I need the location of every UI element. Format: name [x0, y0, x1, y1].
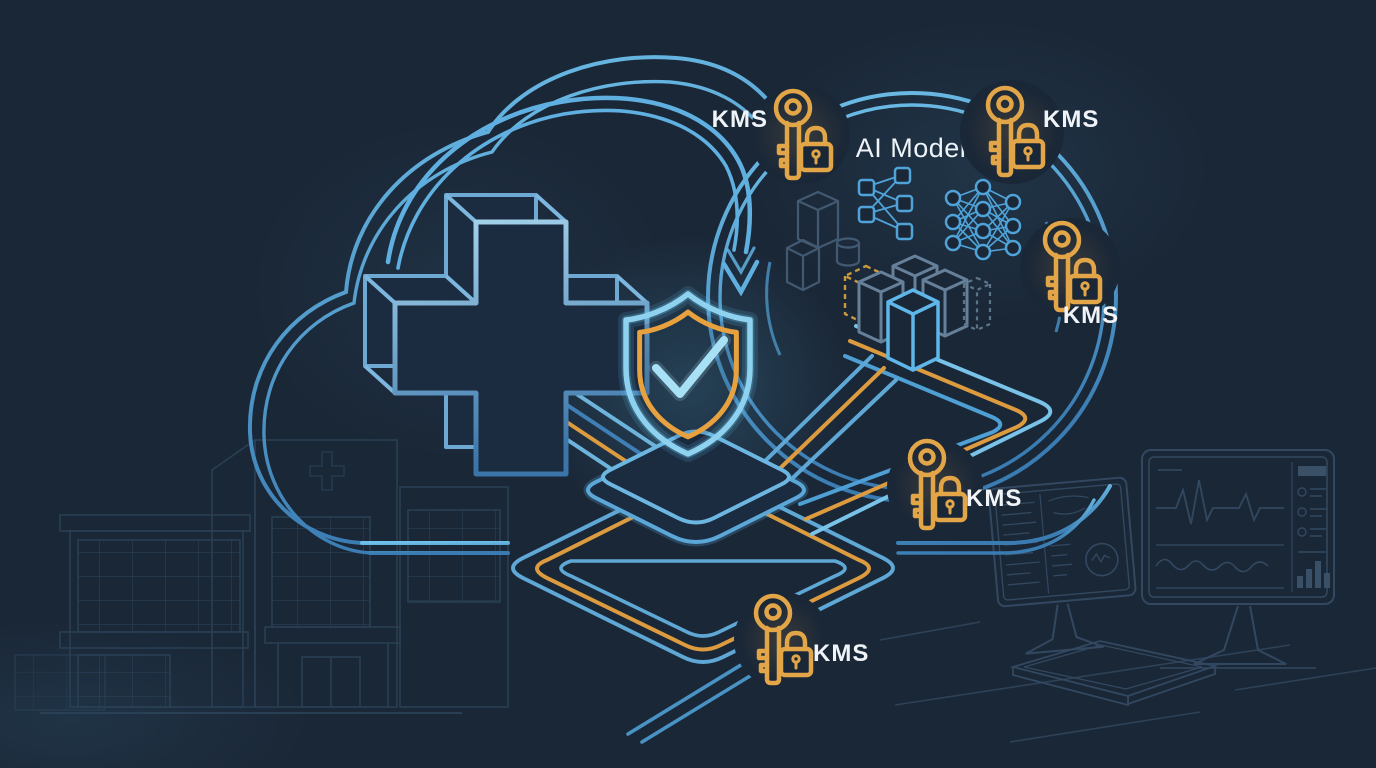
data-flow-arrow	[385, 95, 760, 297]
kms-key-center: KMS	[887, 439, 1022, 535]
kms-key-top-left: KMS	[712, 85, 850, 185]
hospital-building-wireframe	[14, 438, 509, 714]
kms-key-bottom: KMS	[734, 592, 869, 688]
medical-cross-icon	[363, 193, 650, 477]
dashed-cube-gray	[962, 276, 992, 332]
ai-model-label: AI Model	[856, 133, 967, 163]
monitoring-workstation-wireframe	[879, 449, 1376, 743]
encrypted-cubes-icon	[843, 254, 992, 372]
kms-label: KMS	[966, 485, 1022, 512]
circuit-trace-up-right	[754, 354, 898, 492]
neural-network-icon	[857, 166, 1022, 261]
kms-key-right: KMS	[1020, 218, 1120, 329]
security-shield-icon	[618, 286, 758, 462]
cloud-outline	[247, 55, 1112, 555]
keyboard	[1009, 640, 1219, 707]
platform-icon	[583, 429, 809, 547]
kms-label: KMS	[712, 106, 768, 133]
kms-label: KMS	[813, 640, 869, 667]
right-monitor	[1141, 449, 1335, 669]
kms-label: KMS	[1043, 106, 1099, 133]
kms-key-top-right: KMS	[960, 80, 1099, 184]
storage-boxes-icon	[785, 190, 861, 292]
bright-cube	[886, 288, 940, 372]
arrowhead-icon	[721, 259, 760, 297]
shield-inner-orange	[637, 309, 739, 440]
desk-lines	[879, 621, 1376, 743]
circuit-chevron	[798, 324, 1053, 536]
kms-label: KMS	[1063, 302, 1119, 329]
left-monitor	[987, 476, 1137, 655]
